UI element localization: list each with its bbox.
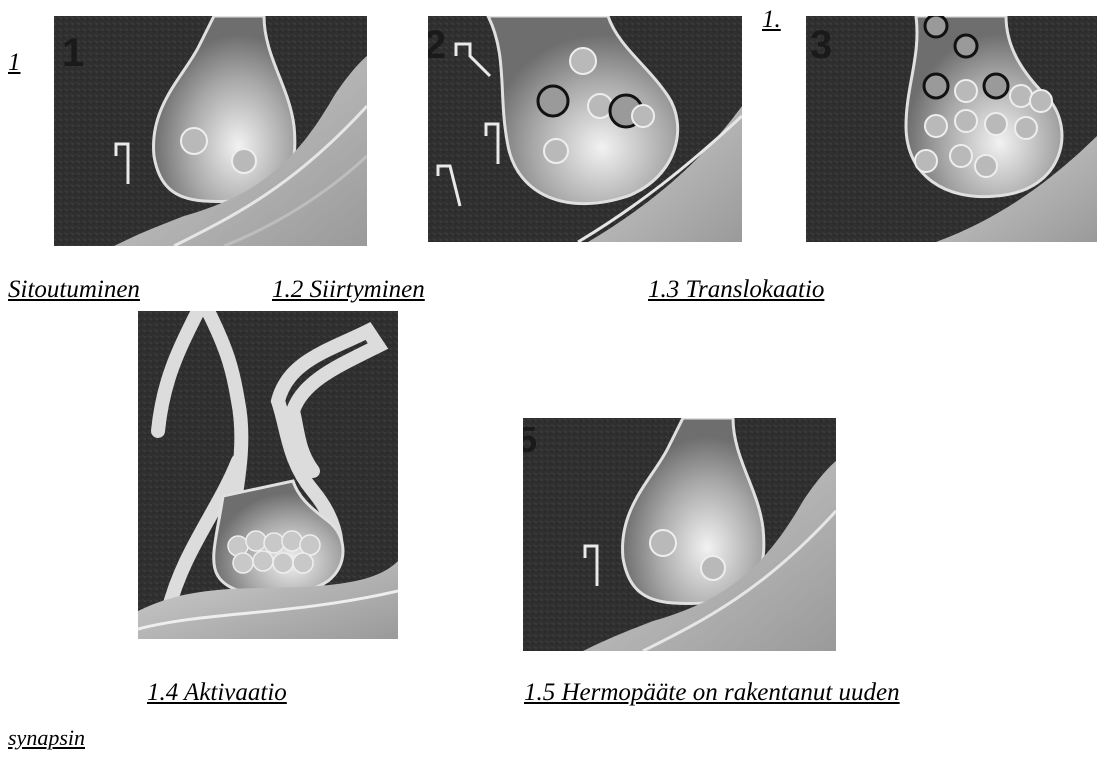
caption-binding: Sitoutuminen: [8, 276, 140, 304]
figure-marker-1-dot: 1.: [762, 6, 781, 34]
panel-number-5: 5: [523, 419, 537, 460]
panel-number-1: 1: [62, 31, 84, 75]
panel-number-2: 2: [428, 23, 446, 67]
caption-activation: 1.4 Aktivaatio: [147, 679, 287, 707]
figure-panel-5: 5: [523, 418, 836, 651]
caption-new-synapse-continued: synapsin: [8, 724, 85, 752]
caption-translocation: 1.3 Translokaatio: [648, 276, 824, 304]
figure-panel-2: 2: [428, 16, 742, 242]
figure-panel-3: 3: [806, 16, 1097, 242]
panel-number-3: 3: [810, 23, 832, 67]
caption-transfer: 1.2 Siirtyminen: [272, 276, 425, 304]
figure-marker-1: 1: [8, 49, 21, 77]
figure-panel-4: [138, 311, 398, 639]
caption-new-synapse: 1.5 Hermopääte on rakentanut uuden: [524, 679, 900, 707]
figure-panel-1: 1: [54, 16, 367, 246]
